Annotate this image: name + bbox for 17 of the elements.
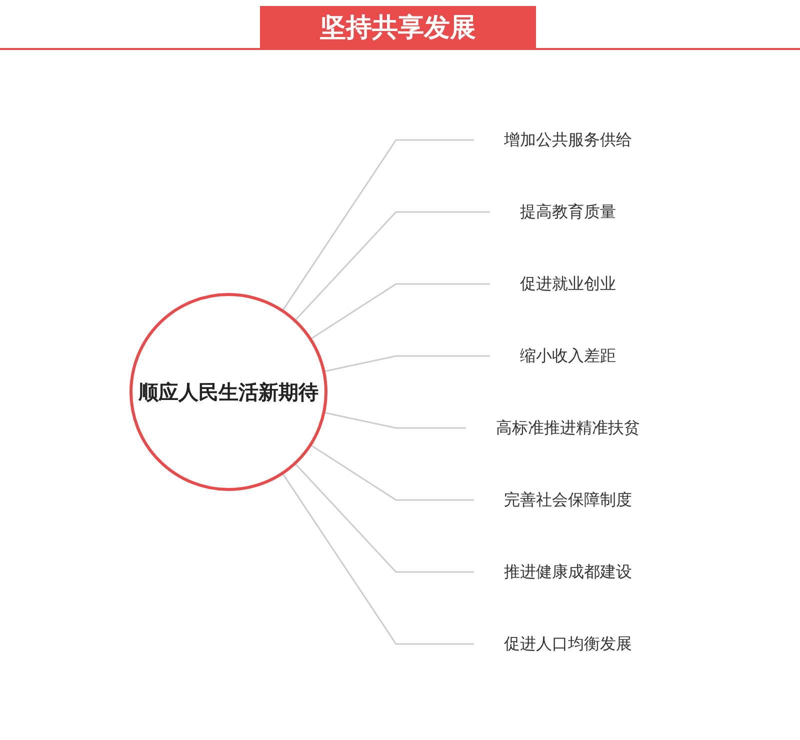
connector xyxy=(323,355,490,372)
connector xyxy=(281,139,474,312)
node-text: 完善社会保障制度 xyxy=(504,490,632,509)
connector xyxy=(294,211,490,322)
connector xyxy=(323,412,466,429)
node-text: 促进人口均衡发展 xyxy=(504,634,632,653)
node-text: 促进就业创业 xyxy=(520,274,616,293)
node-text: 高标准推进精准扶贫 xyxy=(496,418,640,437)
connector xyxy=(281,472,474,645)
connector xyxy=(310,283,490,340)
connector xyxy=(294,462,474,573)
node-text: 推进健康成都建设 xyxy=(504,562,632,581)
connector xyxy=(310,444,474,501)
node-text: 提高教育质量 xyxy=(520,202,616,221)
title-banner: 坚持共享发展 xyxy=(260,6,536,50)
node-text: 增加公共服务供给 xyxy=(504,130,632,149)
node-text: 缩小收入差距 xyxy=(520,346,616,365)
